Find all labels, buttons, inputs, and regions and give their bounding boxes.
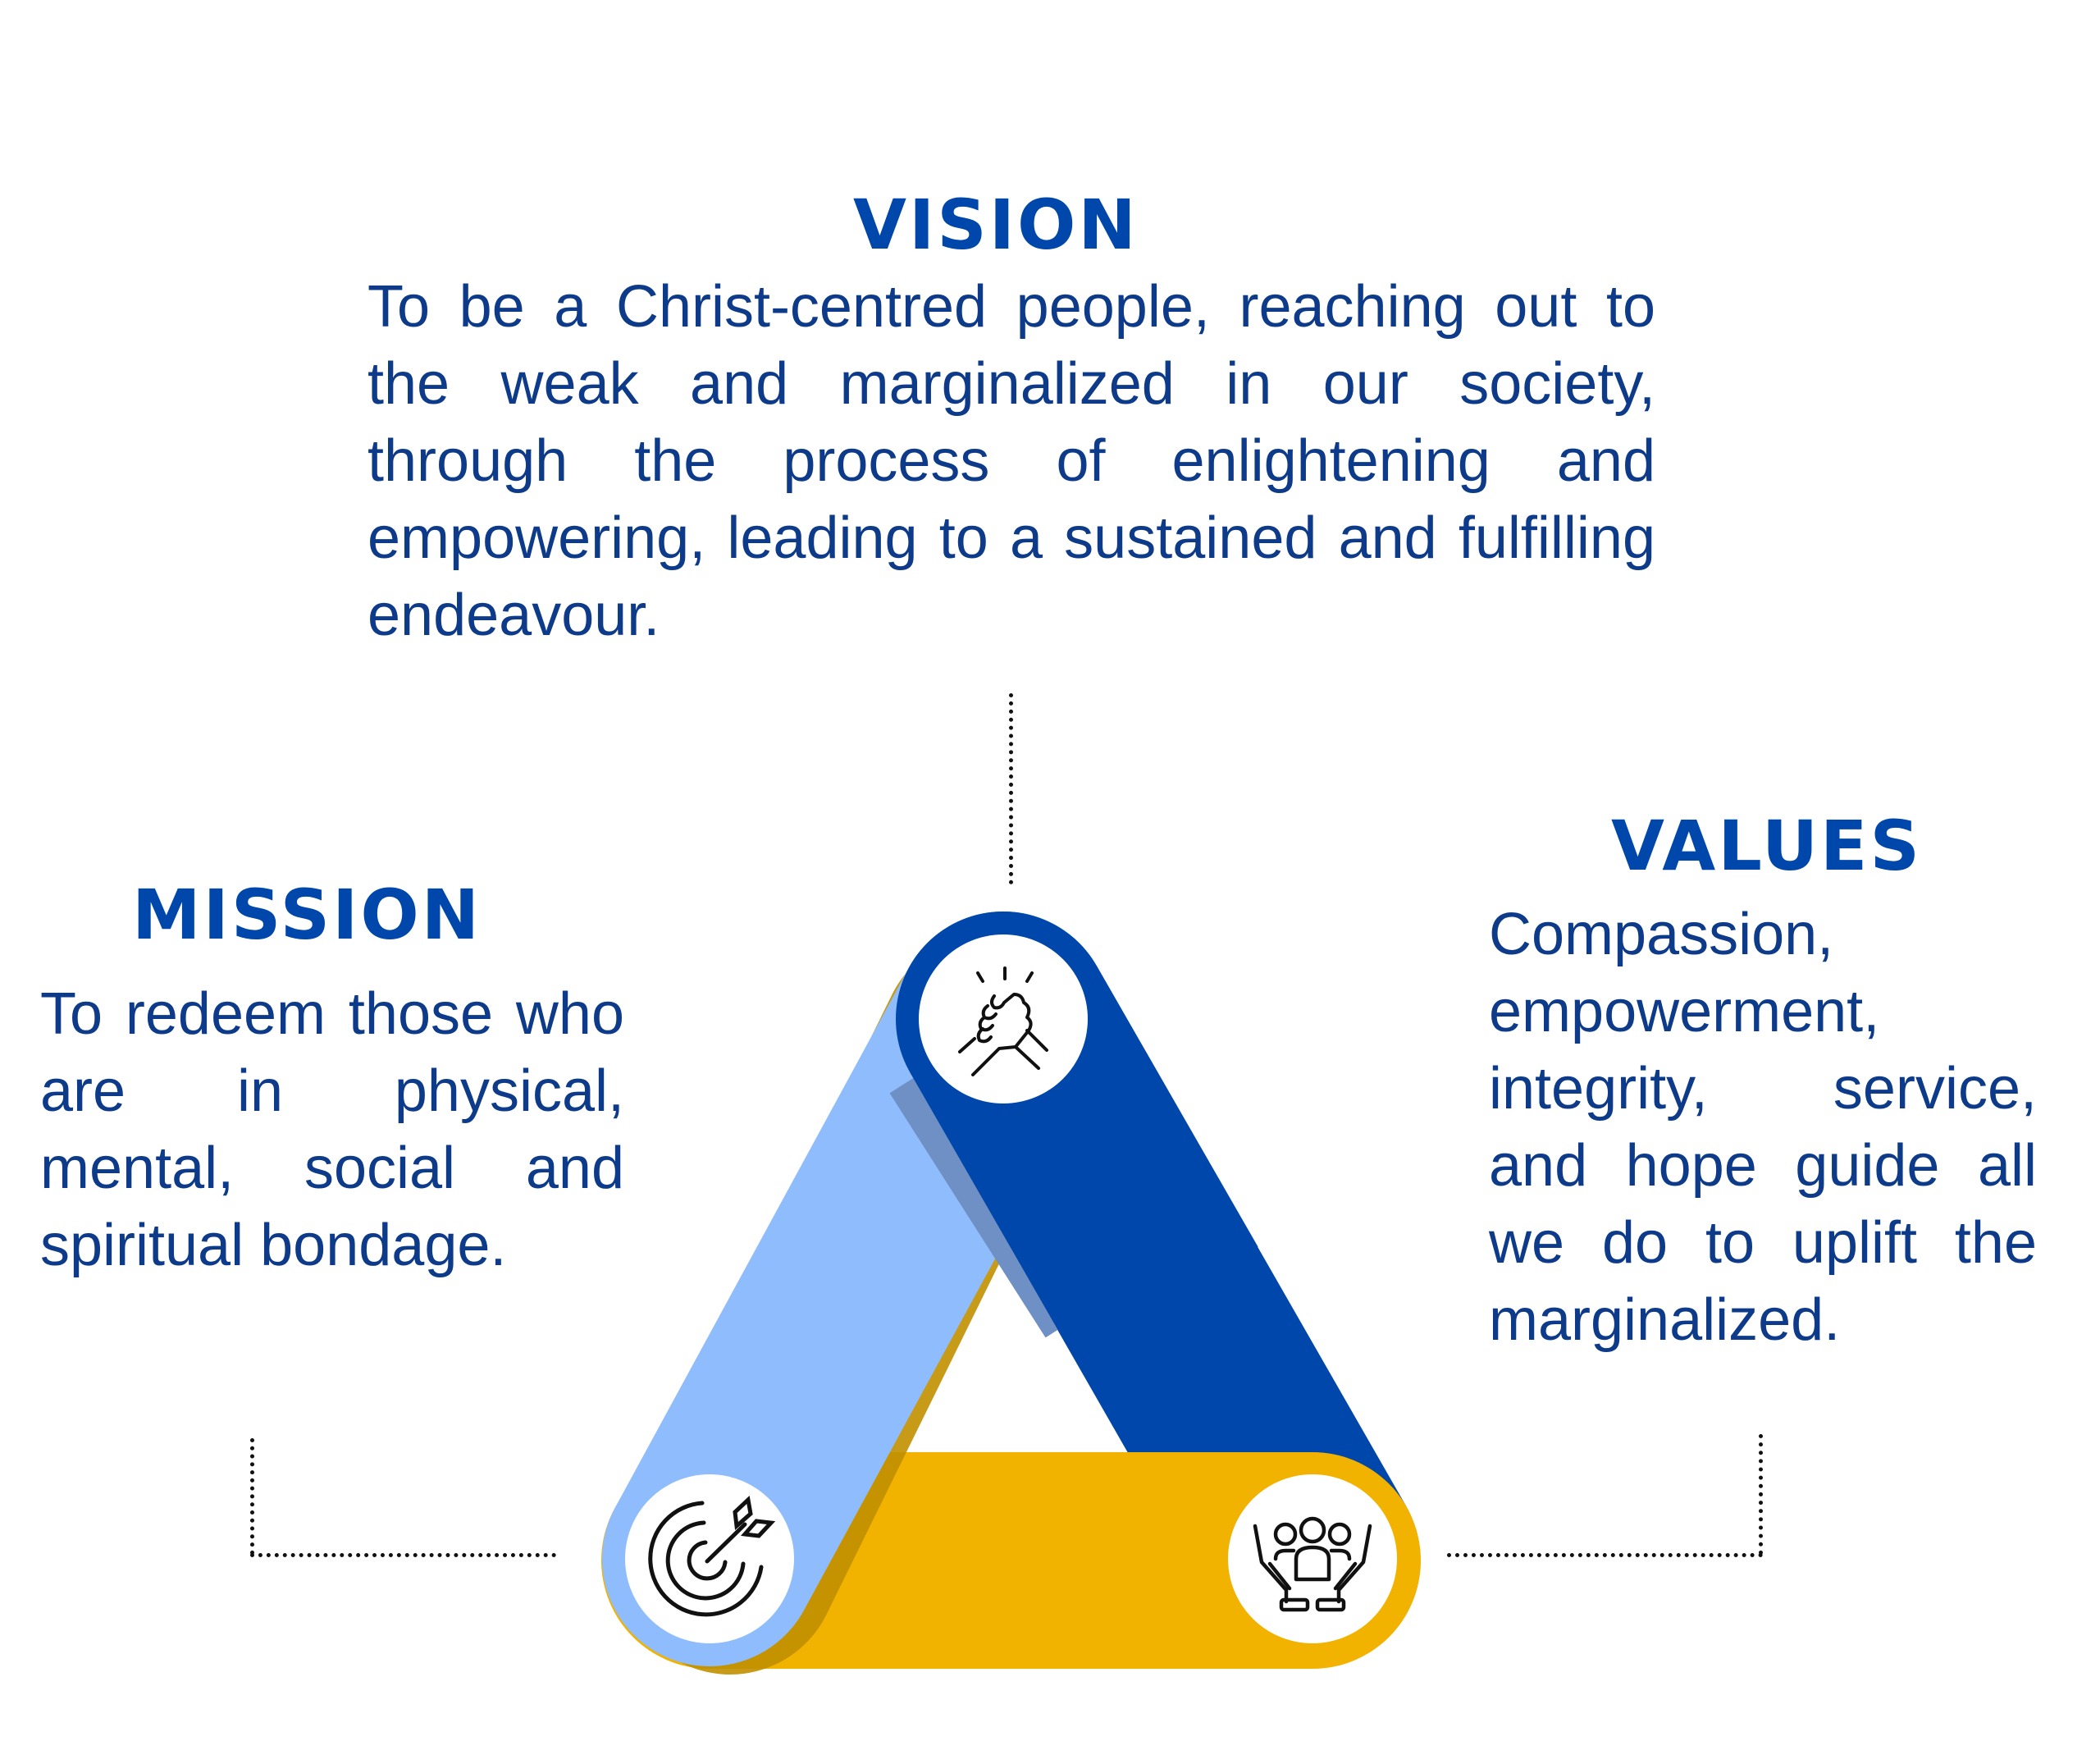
mission-connector-horizontal bbox=[250, 1553, 556, 1557]
vision-text: To be a Christ-centred people, reaching … bbox=[368, 274, 1655, 648]
vision-title: VISION bbox=[853, 185, 1139, 265]
values-connector-horizontal bbox=[1447, 1553, 1763, 1557]
mission-title: MISSION bbox=[132, 875, 482, 955]
values-icon-circle bbox=[1228, 1474, 1397, 1643]
target-arrow-icon bbox=[648, 1496, 776, 1617]
handshake-icon bbox=[958, 966, 1048, 1076]
values-title: VALUES bbox=[1611, 806, 1922, 886]
vision-icon-circle bbox=[919, 934, 1088, 1103]
values-text: Compassion, empowerment, integrity, serv… bbox=[1489, 902, 2037, 1353]
mission-text: To redeem those who are in physical, men… bbox=[40, 981, 624, 1278]
vision-connector bbox=[1009, 693, 1013, 884]
values-connector-vertical bbox=[1759, 1434, 1763, 1555]
mission-connector-vertical bbox=[250, 1438, 254, 1555]
community-hands-icon bbox=[1253, 1516, 1372, 1612]
